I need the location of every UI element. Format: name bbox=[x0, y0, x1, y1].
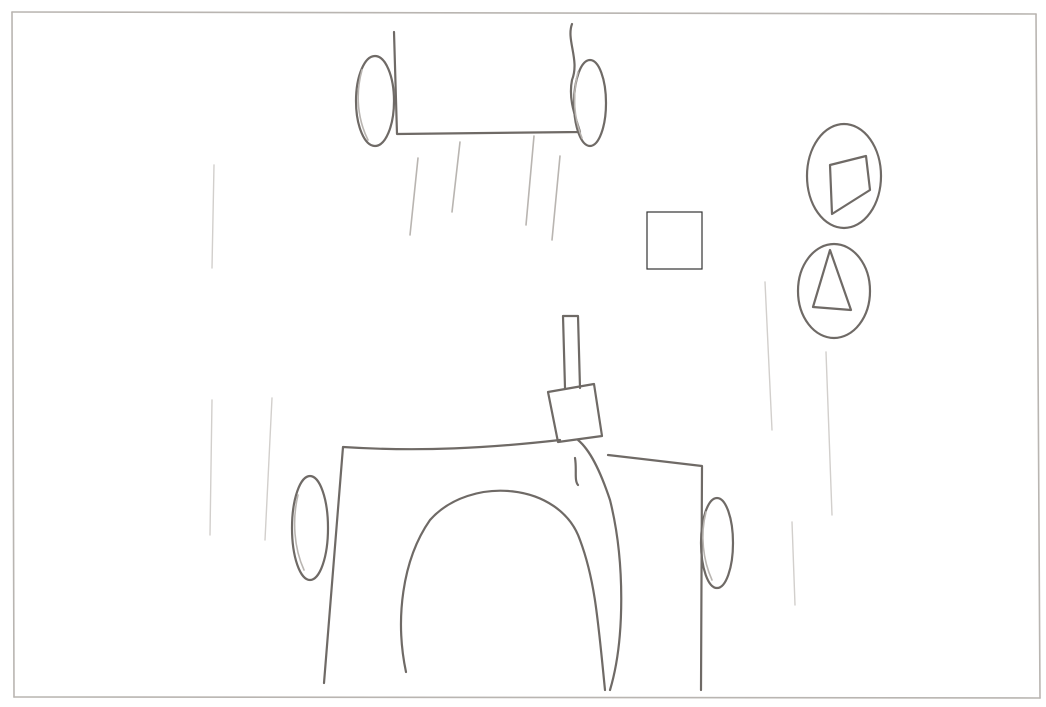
wire-line bbox=[575, 440, 621, 690]
quadrilateral-in-circle-icon bbox=[830, 156, 870, 214]
car-ahead-body bbox=[394, 24, 580, 134]
own-car bbox=[292, 316, 733, 690]
lane-markings bbox=[210, 165, 832, 605]
rear-view-mirror bbox=[548, 384, 602, 442]
own-car-left-wheel bbox=[292, 476, 328, 580]
triangle-in-circle-icon bbox=[813, 250, 851, 310]
road-sign-upper bbox=[807, 124, 881, 228]
square-marker bbox=[647, 212, 702, 269]
mirror-stalk bbox=[563, 316, 580, 388]
paper-border bbox=[12, 12, 1040, 698]
hood-outline bbox=[324, 440, 702, 690]
motion-lines bbox=[410, 136, 560, 240]
hood-arch bbox=[401, 491, 605, 690]
car-ahead-right-wheel bbox=[574, 60, 606, 146]
road-sign-lower bbox=[798, 244, 870, 338]
car-ahead bbox=[356, 24, 606, 146]
